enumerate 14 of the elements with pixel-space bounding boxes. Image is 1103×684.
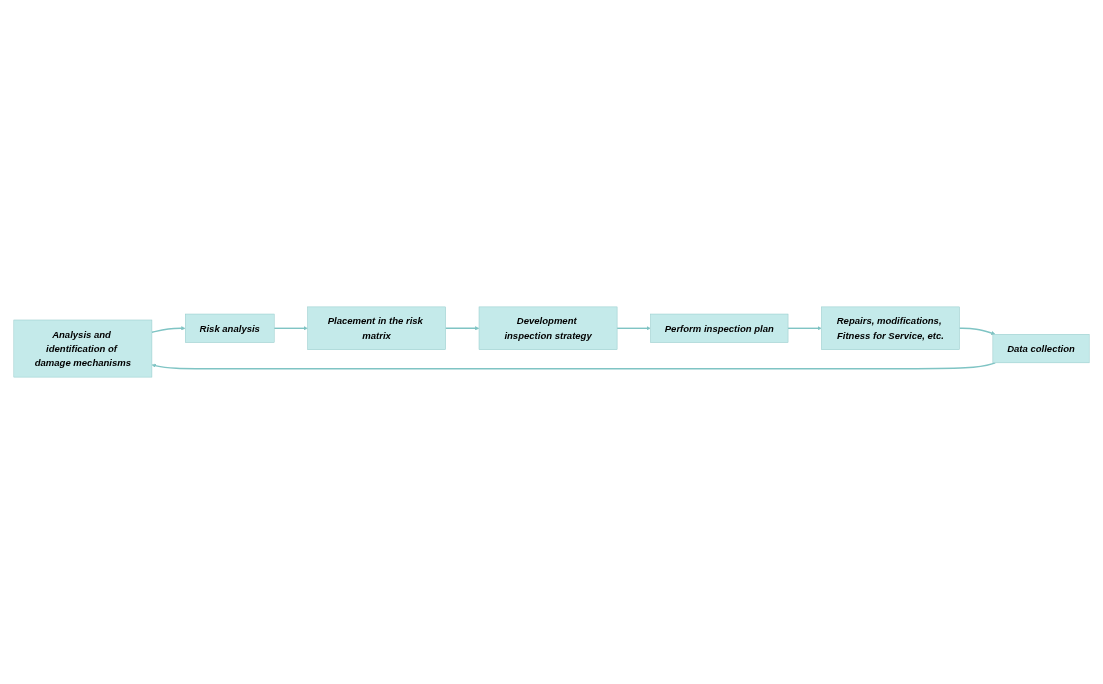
node-box: Analysis and identification of damage mechanisms xyxy=(13,319,153,378)
node-box: Risk analysis xyxy=(185,313,275,343)
node-box: Data collection xyxy=(992,334,1090,364)
arrow xyxy=(958,327,996,336)
node-box: Placement in the risk matrix xyxy=(307,306,446,350)
arrow xyxy=(151,326,186,333)
arrow xyxy=(616,326,651,331)
node-box: Perform inspection plan xyxy=(650,313,789,343)
arrow xyxy=(444,326,480,331)
arrow xyxy=(787,326,822,331)
arrow xyxy=(273,326,308,331)
node-box: Development inspection strategy xyxy=(478,306,618,350)
arrow xyxy=(151,362,996,370)
node-box: Repairs, modifications, Fitness for Service, etc. xyxy=(821,306,960,350)
